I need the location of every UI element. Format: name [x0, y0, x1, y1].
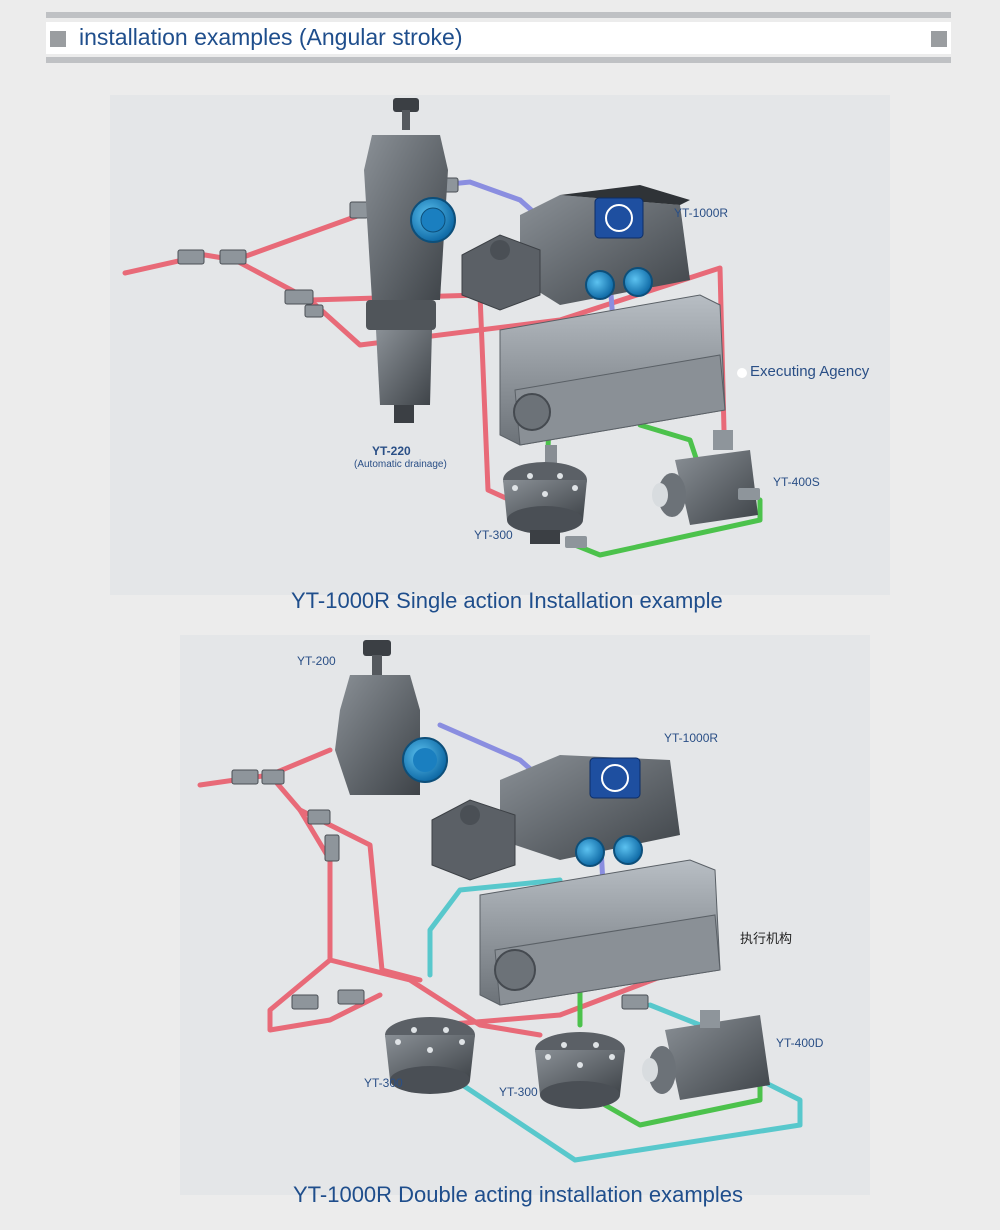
label-executing-agency: Executing Agency	[750, 363, 870, 380]
section-header: installation examples (Angular stroke)	[46, 12, 951, 64]
label-positioner-double: YT-1000R	[664, 731, 719, 745]
header-bottom-line	[46, 57, 951, 63]
regulator-yt200	[335, 640, 448, 795]
label-lockup: YT-400S	[773, 475, 820, 489]
lockup-yt400s	[652, 430, 760, 525]
filter-yt220	[364, 98, 456, 423]
booster-yt300	[503, 462, 587, 548]
actuator-body	[499, 294, 726, 467]
single-action-diagram: YT-1000R Executing Agency YT-220 (Automa…	[0, 90, 1000, 630]
lockup-yt400d	[642, 1010, 770, 1100]
label-booster-left: YT-300	[364, 1076, 403, 1090]
header-square-icon-left	[50, 31, 66, 47]
label-positioner: YT-1000R	[674, 206, 729, 220]
label-regulator: YT-200	[297, 654, 336, 668]
single-action-illustration	[110, 95, 890, 595]
executing-marker-icon	[737, 368, 747, 378]
section-title: installation examples (Angular stroke)	[79, 24, 463, 50]
label-lockup-double: YT-400D	[776, 1036, 824, 1050]
booster-yt300-left	[385, 1017, 475, 1094]
booster-yt300-right	[535, 1032, 625, 1109]
pipe-fittings	[177, 177, 459, 318]
label-booster-right: YT-300	[499, 1085, 538, 1099]
label-filter: YT-220	[372, 444, 411, 458]
header-top-line	[46, 12, 951, 18]
pipe-fittings-double	[231, 769, 649, 1010]
positioner-yt1000r	[461, 185, 690, 311]
positioner-yt1000r-double	[431, 755, 680, 881]
label-executing-agency-cn: 执行机构	[740, 931, 793, 946]
caption-single-action: YT-1000R Single action Installation exam…	[291, 588, 723, 613]
actuator-body-double	[479, 859, 721, 1006]
double-acting-illustration	[180, 635, 870, 1195]
label-booster: YT-300	[474, 528, 513, 542]
purple-signal-pipe	[437, 179, 618, 353]
header-square-icon-right	[931, 31, 947, 47]
label-filter-note: (Automatic drainage)	[354, 459, 447, 470]
header-background	[46, 22, 951, 54]
double-acting-diagram: YT-200 YT-1000R 执行机构 YT-300 YT-300 YT-40…	[0, 630, 1000, 1230]
caption-double-acting: YT-1000R Double acting installation exam…	[293, 1182, 744, 1207]
